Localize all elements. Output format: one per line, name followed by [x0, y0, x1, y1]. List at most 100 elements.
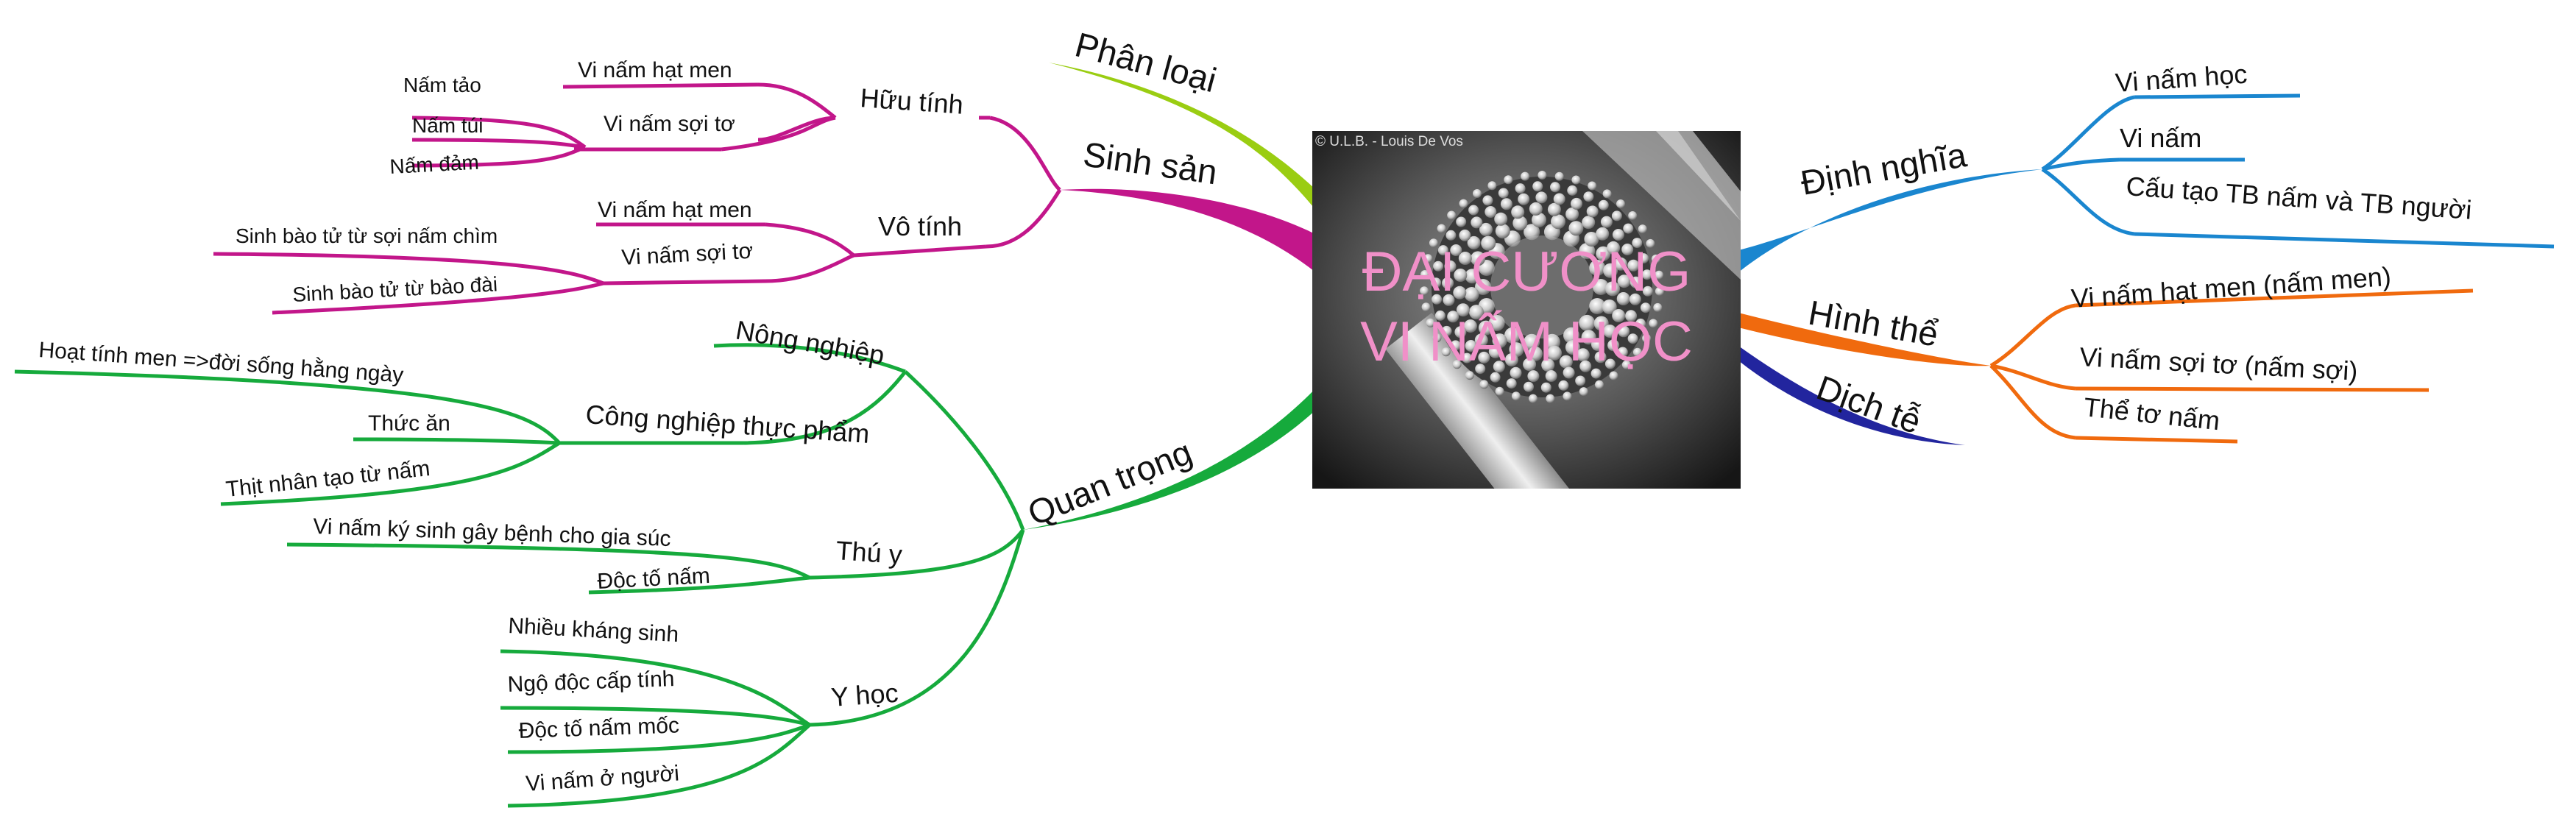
node-doc-to-nam[interactable]: Độc tố nấm — [597, 564, 711, 594]
spore — [1603, 263, 1618, 278]
spore — [1609, 371, 1618, 380]
spore — [1653, 302, 1663, 312]
spore — [1628, 211, 1638, 220]
branch-dich-te[interactable]: Dịch tễ — [1812, 368, 1927, 442]
spore — [1462, 352, 1473, 364]
spore — [1602, 299, 1617, 314]
spore — [1481, 235, 1496, 251]
spore — [1463, 319, 1477, 333]
spore — [1482, 195, 1493, 206]
node-vi-nam-hat-men[interactable]: Vi nấm hạt men (nấm men) — [2070, 261, 2392, 313]
spore — [1607, 339, 1620, 352]
node-huu-tinh-hat-men[interactable]: Vi nấm hạt men — [578, 58, 732, 82]
node-vi-nam-o-nguoi[interactable]: Vi nấm ở người — [525, 761, 680, 795]
spore — [1488, 344, 1502, 358]
spore — [1452, 360, 1462, 369]
spore — [1447, 311, 1459, 323]
spore — [1627, 259, 1640, 272]
node-thuc-an[interactable]: Thức ăn — [368, 411, 450, 436]
node-nam-tui[interactable]: Nấm túi — [412, 114, 483, 137]
spore — [1563, 327, 1579, 344]
spore — [1434, 310, 1446, 321]
spore — [1429, 238, 1438, 248]
spore — [1632, 347, 1642, 357]
spore — [1527, 346, 1543, 361]
spore — [1554, 171, 1564, 181]
spore — [1571, 197, 1582, 210]
spore — [1510, 366, 1522, 379]
spore — [1515, 183, 1526, 194]
node-nam-tao[interactable]: Nấm tảo — [403, 74, 481, 96]
node-vi-nam-hoc[interactable]: Vi nấm học — [2115, 59, 2248, 98]
spore — [1535, 191, 1548, 204]
spore — [1593, 279, 1609, 295]
node-sinh-bao-tu-soi-nam-chim[interactable]: Sinh bào tử từ sợi nấm chìm — [236, 224, 498, 247]
node-vi-nam[interactable]: Vi nấm — [2120, 123, 2201, 153]
branch-phan-loai[interactable]: Phân loại — [1071, 24, 1220, 99]
spore — [1642, 333, 1652, 343]
spore — [1512, 216, 1528, 231]
spore — [1559, 355, 1573, 369]
spore — [1589, 260, 1606, 276]
node-vo-tinh[interactable]: Vô tính — [878, 211, 962, 241]
spore — [1529, 202, 1543, 216]
branch-sinh-san-line — [1060, 188, 1325, 274]
branch-quan-trong[interactable]: Quan trọng — [1022, 432, 1197, 533]
spore — [1629, 293, 1641, 305]
spore — [1478, 351, 1490, 364]
spore — [1594, 351, 1607, 364]
spore — [1595, 380, 1604, 389]
spore — [1450, 340, 1461, 351]
node-y-hoc[interactable]: Y học — [830, 678, 899, 712]
spore — [1443, 294, 1455, 306]
spore — [1511, 205, 1525, 219]
spore — [1456, 216, 1467, 227]
spore — [1437, 224, 1446, 233]
spore — [1453, 286, 1467, 299]
spore — [1623, 223, 1634, 234]
node-cau-tao-tb[interactable]: Cấu tạo TB nấm và TB người — [2125, 171, 2472, 225]
node-huu-tinh-soi-to[interactable]: Vi nấm sợi tơ — [604, 112, 735, 136]
spore — [1485, 206, 1497, 218]
spore — [1479, 380, 1489, 389]
node-vo-tinh-hat-men[interactable]: Vi nấm hạt men — [598, 198, 752, 222]
spore — [1459, 199, 1468, 208]
spore — [1604, 358, 1616, 369]
center-title-line1: ĐẠI CƯƠNG — [1362, 241, 1691, 303]
spore — [1603, 325, 1617, 338]
node-thit-nhan-tao[interactable]: Thịt nhân tạo từ nấm — [224, 456, 431, 502]
spore — [1527, 370, 1540, 383]
node-huu-tinh[interactable]: Hữu tính — [859, 82, 964, 120]
spore — [1504, 353, 1518, 366]
spore-cluster — [1420, 171, 1664, 403]
node-thu-y[interactable]: Thú y — [835, 535, 903, 570]
node-doc-to-nam-moc[interactable]: Độc tố nấm mốc — [518, 713, 679, 743]
node-nam-dam[interactable]: Nấm đảm — [389, 151, 480, 178]
node-the-to-nam[interactable]: Thể tơ nấm — [2082, 391, 2221, 436]
spore — [1518, 193, 1530, 205]
spore — [1493, 361, 1505, 373]
spore — [1494, 212, 1508, 226]
node-nong-nghiep[interactable]: Nông nghiệp — [734, 315, 887, 371]
spore — [1492, 333, 1507, 349]
node-vo-tinh-soi-to[interactable]: Vi nấm sợi tơ — [621, 239, 754, 270]
node-ngo-doc-cap-tinh[interactable]: Ngộ độc cấp tính — [507, 667, 675, 697]
branch-sinh-san[interactable]: Sinh sản — [1081, 134, 1220, 191]
node-nhieu-khang-sinh[interactable]: Nhiều kháng sinh — [508, 614, 679, 647]
spore — [1551, 214, 1565, 230]
spore — [1617, 274, 1631, 288]
spore — [1523, 358, 1537, 372]
dinh-nghia-connectors — [2041, 93, 2555, 249]
spore — [1441, 325, 1452, 336]
spore — [1649, 319, 1658, 328]
central-image: © U.L.B. - Louis De Vos ĐẠI CƯƠNG VI NẤM… — [1312, 131, 1741, 489]
spore — [1498, 188, 1509, 199]
spore — [1579, 360, 1592, 372]
spore — [1479, 222, 1493, 236]
spore — [1432, 294, 1443, 305]
spore — [1478, 320, 1493, 336]
node-vi-nam-soi-to[interactable]: Vi nấm sợi tơ (nấm sợi) — [2079, 341, 2359, 386]
spore — [1558, 380, 1569, 391]
branch-dinh-nghia[interactable]: Định nghĩa — [1798, 135, 1970, 202]
spore — [1638, 224, 1647, 234]
